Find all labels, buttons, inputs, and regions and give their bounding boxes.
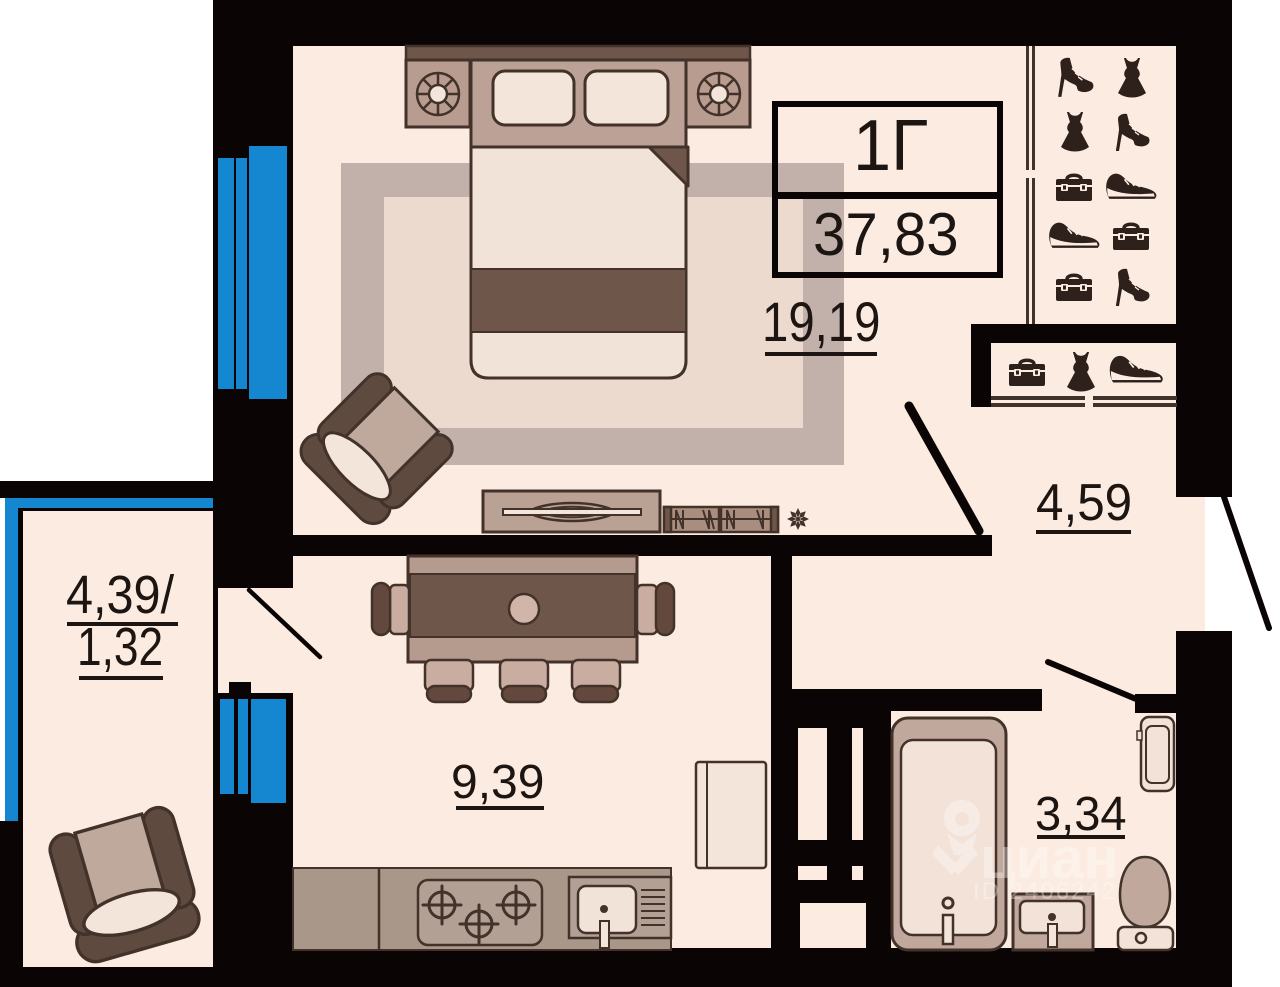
svg-text:ID 2406242: ID 2406242 [973, 878, 1117, 905]
